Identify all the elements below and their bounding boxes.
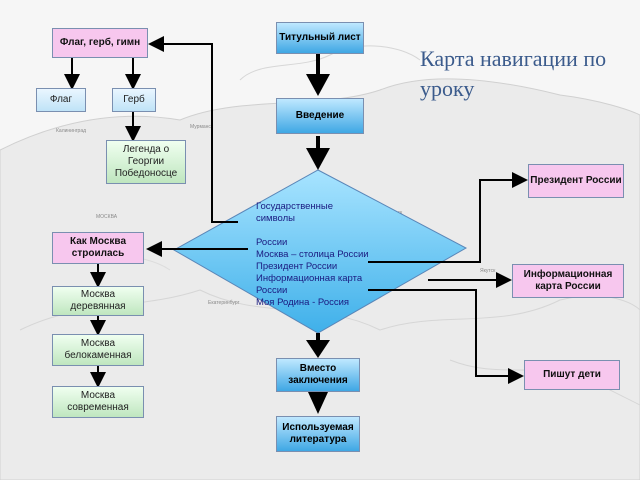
moscow-wood-button[interactable]: Москва деревянная [52,286,144,316]
flag-button[interactable]: Флаг [36,88,86,112]
gerb-button[interactable]: Герб [112,88,156,112]
legend-button[interactable]: Легенда о Георгии Победоносце [106,140,186,184]
hub-item-president[interactable]: Президент России [256,261,338,272]
hub-item-symbols-2[interactable]: символы [256,213,295,224]
hub-item-motherland[interactable]: Моя Родина - Россия [256,297,350,308]
hub-item-infomap-1[interactable]: Информационная карта [256,273,363,284]
hub-item-infomap-2[interactable]: России [256,285,288,296]
info-map-button[interactable]: Информационная карта России [512,264,624,298]
hub-item-symbols-1[interactable]: Государственные [256,201,334,212]
hub-menu: Государственные символы России Москва – … [256,201,416,309]
page-title: Карта навигации по уроку [420,46,607,101]
hub-item-spacer [256,225,416,237]
map-label-kaliningrad: Калининград [56,128,87,134]
intro-button[interactable]: Введение [276,98,364,134]
map-label-yekaterinburg: Екатеринбург [208,300,240,306]
link-diamond-kids [368,289,524,384]
title-page-button[interactable]: Титульный лист [276,22,364,54]
main-flow-arrows [306,54,330,414]
hub-item-russia[interactable]: России [256,237,288,248]
kids-write-button[interactable]: Пишут дети [524,360,620,390]
link-diamond-flag [148,36,238,223]
hub-item-moscow[interactable]: Москва – столица России [256,249,369,260]
president-button[interactable]: Президент России [528,164,624,198]
moscow-modern-button[interactable]: Москва современная [52,386,144,418]
moscow-white-button[interactable]: Москва белокаменная [52,334,144,366]
flag-gerb-anthem-button[interactable]: Флаг, герб, гимн [52,28,148,58]
moscow-built-button[interactable]: Как Москва строилась [52,232,144,264]
link-diamond-president [368,172,528,263]
literature-button[interactable]: Используемая литература [276,416,360,452]
map-label-moscow: МОСКВА [96,214,118,220]
conclusion-button[interactable]: Вместо заключения [276,358,360,392]
map-label-murmansk: Мурманск [190,124,214,130]
map-label-yakutsk: Якутск [480,268,496,274]
